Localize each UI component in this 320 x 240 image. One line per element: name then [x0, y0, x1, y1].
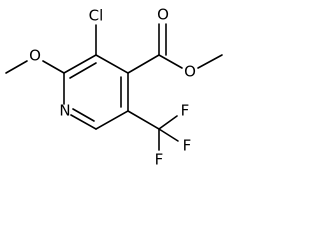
- bond-c4-cester: [127, 54, 160, 74]
- bond-o-methyl: [197, 54, 223, 69]
- atom-label-carbonyl-o: O: [157, 6, 169, 24]
- bond-c2-o: [42, 60, 65, 74]
- atom-label-n: N: [59, 102, 70, 120]
- bond-c-o-ester: [158, 54, 183, 69]
- pyridine-ring: [63, 54, 129, 130]
- bond-c6-n: [70, 114, 97, 130]
- bond-cf3-f-right: [158, 128, 179, 142]
- bond-c6-n-inner: [72, 108, 95, 122]
- atom-label-f-bottom: F: [155, 151, 164, 169]
- atom-label-ester-o: O: [184, 63, 196, 81]
- atom-label-methoxy-o: O: [29, 47, 41, 65]
- bond-c5-cf3: [127, 110, 160, 130]
- bond-c3-c4: [95, 54, 129, 74]
- bond-c2-c3-inner: [69, 62, 97, 79]
- bond-c5-c6: [95, 110, 129, 130]
- bond-cf3-f-top: [158, 115, 178, 130]
- bond-c2-c3: [63, 54, 97, 74]
- bond-o-ch3: [5, 60, 28, 74]
- chemical-structure: Cl O N O O F F F: [5, 6, 223, 169]
- atom-label-f-right: F: [183, 137, 192, 155]
- atom-label-f-top: F: [181, 102, 190, 120]
- atom-label-cl: Cl: [89, 7, 104, 25]
